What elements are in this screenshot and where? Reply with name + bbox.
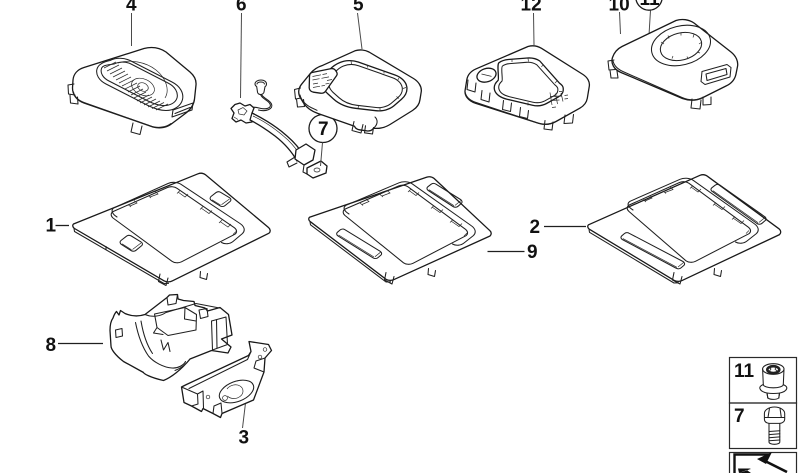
svg-text:6: 6	[236, 0, 247, 16]
svg-text:3: 3	[239, 428, 250, 449]
svg-text:4: 4	[126, 0, 137, 16]
svg-text:11: 11	[640, 0, 661, 10]
svg-text:12: 12	[521, 0, 542, 16]
svg-text:8: 8	[46, 335, 57, 356]
svg-text:7: 7	[318, 119, 329, 140]
svg-text:2: 2	[530, 217, 541, 238]
svg-text:7: 7	[734, 406, 745, 427]
svg-text:11: 11	[734, 361, 755, 382]
svg-text:10: 10	[609, 0, 630, 16]
svg-text:5: 5	[353, 0, 364, 16]
svg-text:1: 1	[46, 216, 57, 237]
svg-text:9: 9	[527, 242, 538, 263]
